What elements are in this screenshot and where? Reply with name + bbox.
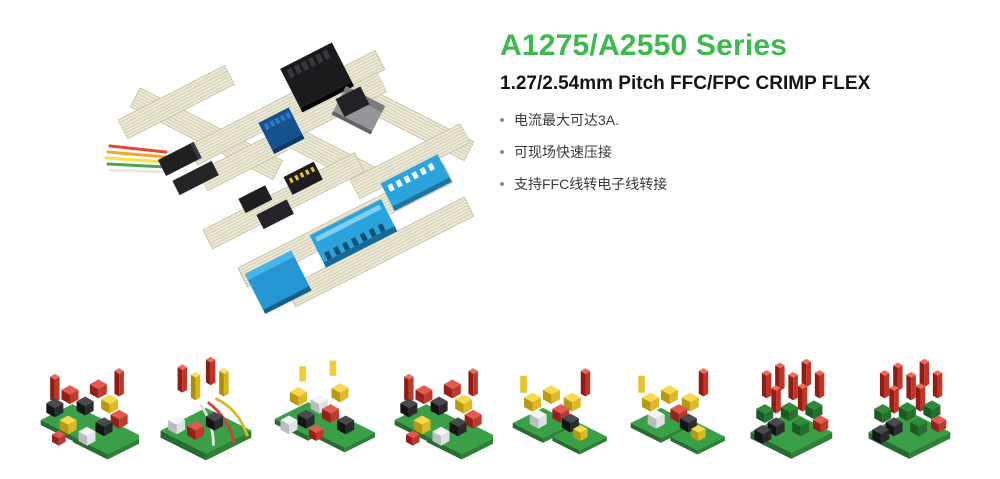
blue-flat-stiffener xyxy=(244,250,312,315)
pcb-cluster-icon xyxy=(153,346,257,466)
gold-pin-connector xyxy=(283,161,323,195)
wire-connector-2 xyxy=(172,160,219,196)
application-thumbnail-8 xyxy=(860,343,966,469)
pcb-cluster-icon xyxy=(625,346,729,466)
pcb-cluster-icon xyxy=(861,346,965,466)
bullet-icon xyxy=(500,118,504,122)
feature-list: 电流最大可达3A. 可现场快速压接 支持FFC线转电子线转接 xyxy=(500,110,980,194)
blue-pin-connector xyxy=(380,154,452,211)
pcb-cluster-icon xyxy=(507,346,611,466)
pcb-cluster-icon xyxy=(271,346,375,466)
navy-connector xyxy=(258,107,305,155)
pcb-cluster-icon xyxy=(35,346,139,466)
application-thumbnail-5 xyxy=(506,343,612,469)
application-thumbnail-2 xyxy=(152,343,258,469)
pcb-cluster-icon xyxy=(389,346,493,466)
center-connector-1 xyxy=(238,185,273,214)
hero-svg xyxy=(104,42,475,315)
product-info: A1275/A2550 Series 1.27/2.54mm Pitch FFC… xyxy=(500,28,980,194)
black-multipin-connector xyxy=(280,42,355,113)
bullet-icon xyxy=(500,150,504,154)
application-thumbnail-4 xyxy=(388,343,494,469)
application-thumbnail-6 xyxy=(624,343,730,469)
feature-text: 电流最大可达3A. xyxy=(514,112,620,128)
product-subtitle: 1.27/2.54mm Pitch FFC/FPC CRIMP FLEX xyxy=(500,73,871,94)
application-thumbnail-3 xyxy=(270,343,376,469)
center-connector-2 xyxy=(256,199,294,230)
series-title: A1275/A2550 Series xyxy=(500,29,788,62)
connector-hero-illustration xyxy=(48,0,493,335)
wire-connector-1 xyxy=(157,141,202,177)
application-thumbnail-1 xyxy=(34,343,140,469)
feature-item: 电流最大可达3A. xyxy=(500,110,980,130)
application-thumbnail-7 xyxy=(742,343,848,469)
small-black-connector xyxy=(335,86,370,117)
pcb-cluster-icon xyxy=(743,346,847,466)
discrete-wires xyxy=(104,144,168,174)
bullet-icon xyxy=(500,182,504,186)
feature-item: 可现场快速压接 xyxy=(500,142,980,162)
feature-text: 可现场快速压接 xyxy=(514,144,612,160)
feature-text: 支持FFC线转电子线转接 xyxy=(514,176,668,192)
application-gallery xyxy=(0,340,1000,472)
blue-crimp-housing xyxy=(309,199,398,268)
feature-item: 支持FFC线转电子线转接 xyxy=(500,174,980,194)
